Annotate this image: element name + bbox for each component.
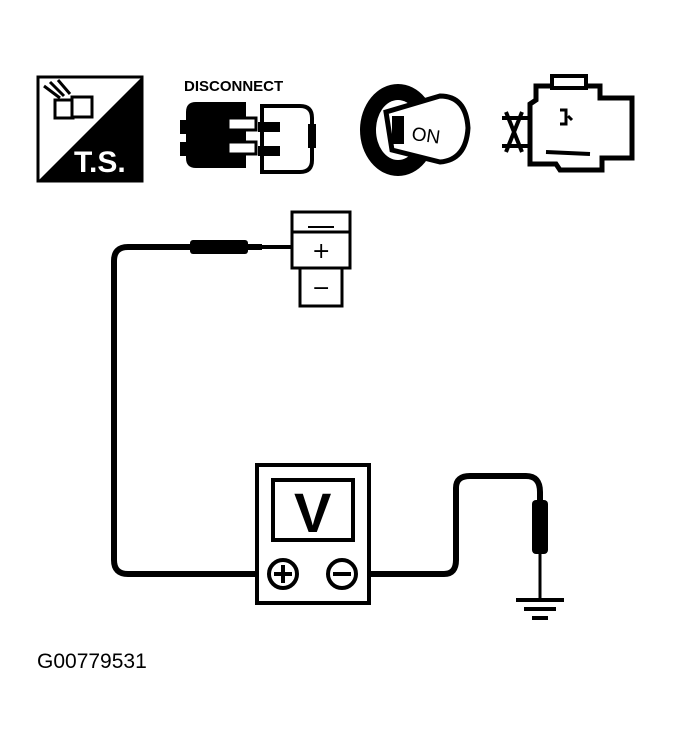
voltmeter-unit-label: V — [294, 481, 331, 544]
disconnect-label: DISCONNECT — [184, 78, 283, 95]
negative-test-lead — [352, 473, 543, 577]
positive-test-lead — [111, 244, 268, 577]
troubleshooting-icon: T.S. — [36, 75, 144, 183]
meter-negative-terminal — [326, 558, 358, 590]
ground-symbol — [516, 598, 564, 620]
connector-minus-terminal: − — [312, 276, 330, 301]
disconnect-icon: DISCONNECT — [180, 78, 316, 174]
engine-icon — [502, 74, 635, 173]
figure-id: G00779531 — [37, 650, 147, 673]
ground-probe — [532, 500, 548, 554]
harness-connector: + − — [290, 210, 352, 308]
ignition-on-label: ON — [410, 124, 441, 149]
meter-positive-terminal — [267, 558, 299, 590]
connector-plus-terminal: + — [312, 239, 330, 264]
ts-label: T.S. — [74, 146, 126, 179]
voltmeter: V — [255, 463, 371, 605]
circuit-wiring — [111, 240, 564, 620]
ignition-key-icon: ON — [360, 84, 471, 176]
positive-probe — [190, 240, 248, 254]
voltmeter-display — [271, 478, 355, 542]
